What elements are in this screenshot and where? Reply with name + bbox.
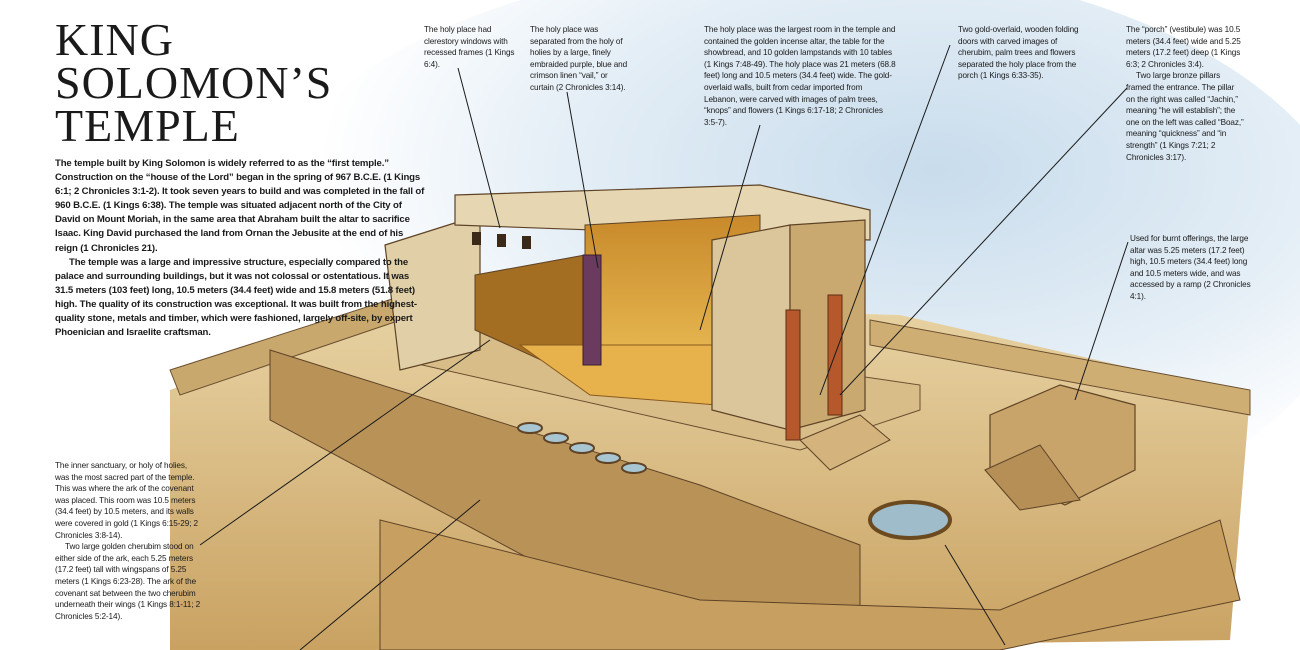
outer-wall-right: [869, 319, 1251, 416]
note-holy-place: The holy place was the largest room in t…: [704, 24, 896, 128]
leader-sea: [944, 544, 1006, 646]
note-vail: The holy place was separated from the ho…: [530, 24, 630, 94]
side-chambers: [384, 214, 481, 371]
leader-holy-place: [699, 124, 761, 331]
note-porch: The “porch” (vestibule) was 10.5 meters …: [1126, 24, 1244, 163]
intro-paragraph: The temple built by King Solomon is wide…: [55, 158, 425, 254]
note-text: The holy place was the largest room in t…: [704, 25, 896, 127]
note-text: Two large golden cherubim stood on eithe…: [55, 542, 201, 621]
leader-windows: [457, 67, 501, 229]
temple-steps: [799, 414, 891, 471]
title-line: TEMPLE: [55, 100, 240, 151]
note-text: Used for burnt offerings, the large alta…: [1130, 234, 1251, 301]
intro-paragraph: The temple was a large and impressive st…: [55, 256, 417, 339]
leader-doors: [819, 44, 951, 396]
temple-upper-wall: [454, 184, 871, 241]
inner-court-wall: [269, 349, 861, 650]
note-text: The inner sanctuary, or holy of holies, …: [55, 461, 199, 540]
leader-sanctuary: [199, 339, 491, 546]
altar-ramp: [984, 444, 1081, 511]
leader-altar: [1074, 241, 1129, 401]
page-title: KING SOLOMON’S TEMPLE: [55, 14, 333, 151]
porch-tower: [711, 224, 791, 431]
note-text: Two gold-overlaid, wooden folding doors …: [958, 25, 1079, 81]
clerestory-windows: [472, 232, 531, 249]
note-doors: Two gold-overlaid, wooden folding doors …: [958, 24, 1090, 82]
intro-text: The temple built by King Solomon is wide…: [55, 157, 427, 340]
note-text: The “porch” (vestibule) was 10.5 meters …: [1126, 25, 1241, 69]
note-altar: Used for burnt offerings, the large alta…: [1130, 233, 1252, 303]
leader-lines: [199, 44, 1129, 650]
leader-porch: [839, 87, 1128, 396]
note-text: Two large bronze pillars framed the entr…: [1126, 71, 1244, 162]
leader-cherubim: [299, 499, 481, 650]
title-line: SOLOMON’S: [55, 57, 333, 108]
pillar-boaz: [785, 309, 801, 441]
bronze-sea: [868, 500, 952, 540]
note-text: The holy place had clerestory windows wi…: [424, 25, 515, 69]
leader-vail: [566, 91, 599, 269]
front-wall: [379, 519, 1241, 650]
title-line: KING: [55, 14, 174, 65]
note-sanctuary: The inner sanctuary, or holy of holies, …: [55, 460, 201, 622]
vail-curtain: [582, 254, 602, 366]
note-windows: The holy place had clerestory windows wi…: [424, 24, 516, 70]
note-text: The holy place was separated from the ho…: [530, 25, 628, 92]
lavers: [517, 422, 647, 474]
